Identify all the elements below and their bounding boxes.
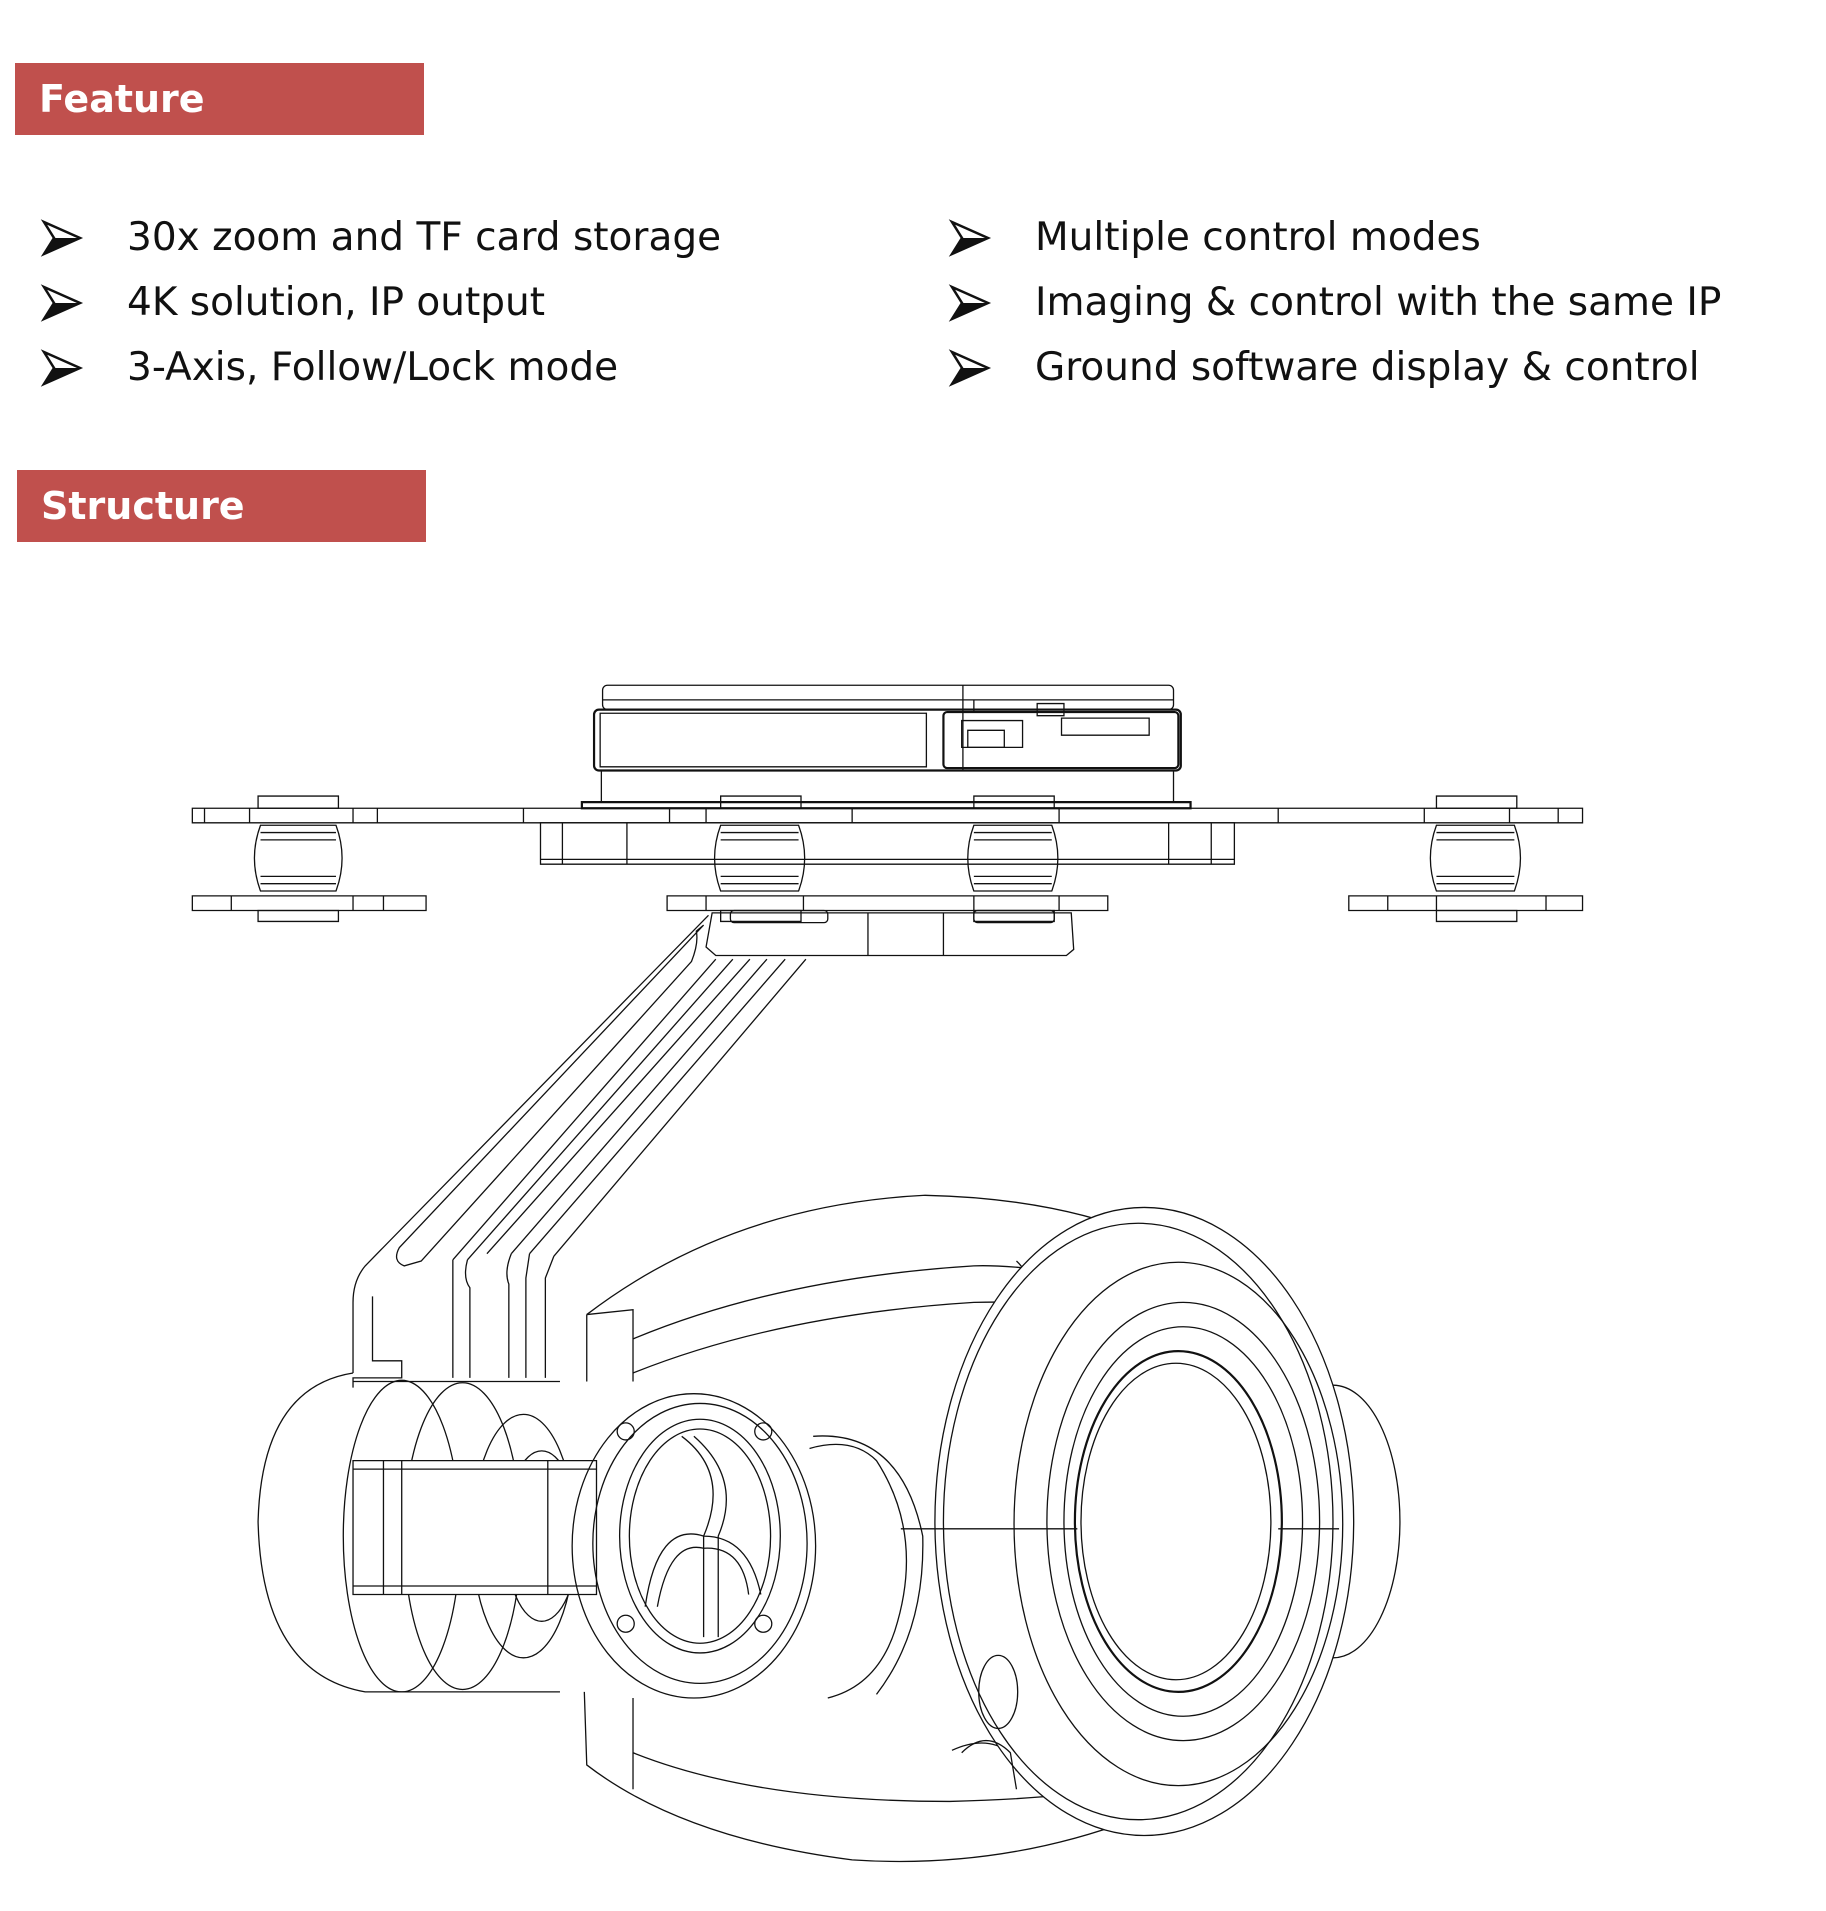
feature-item: Ground software display & control: [948, 335, 1721, 400]
arrowhead-bullet-icon: [40, 218, 84, 257]
arrowhead-bullet-icon: [40, 348, 84, 387]
damping-ball-3: [968, 796, 1058, 921]
control-box: [582, 685, 1191, 808]
feature-text: 30x zoom and TF card storage: [127, 215, 722, 260]
pitch-motor-face: [572, 1394, 923, 1698]
feature-item: Multiple control modes: [948, 205, 1721, 270]
yaw-clamp: [706, 910, 1074, 955]
feature-text: Imaging & control with the same IP: [1035, 280, 1722, 325]
arrowhead-bullet-icon: [948, 348, 992, 387]
feature-text: Ground software display & control: [1035, 345, 1700, 390]
upper-mount-plate: [192, 808, 1582, 823]
feature-text: 3-Axis, Follow/Lock mode: [127, 345, 619, 390]
feature-text: 4K solution, IP output: [127, 280, 546, 325]
feature-list-left: 30x zoom and TF card storage 4K solution…: [40, 205, 721, 400]
structure-section-header: Structure: [17, 470, 426, 542]
arrowhead-bullet-icon: [948, 218, 992, 257]
arrowhead-bullet-icon: [948, 283, 992, 322]
feature-list-right: Multiple control modes Imaging & control…: [948, 205, 1721, 400]
arrowhead-bullet-icon: [40, 283, 84, 322]
feature-item: 3-Axis, Follow/Lock mode: [40, 335, 721, 400]
lower-mount-plates: [192, 896, 1582, 911]
feature-item: Imaging & control with the same IP: [948, 270, 1721, 335]
mount-block: [540, 823, 1234, 864]
lens-housing: [901, 1207, 1400, 1835]
structure-section-title: Structure: [41, 484, 245, 528]
feature-section-header: Feature: [15, 63, 424, 135]
feature-section-title: Feature: [39, 77, 205, 121]
camera-body: [584, 1195, 1211, 1861]
damping-ball-4: [1430, 796, 1520, 921]
damping-ball-1: [254, 796, 342, 921]
feature-item: 4K solution, IP output: [40, 270, 721, 335]
feature-item: 30x zoom and TF card storage: [40, 205, 721, 270]
roll-motor: [258, 1373, 596, 1692]
damping-ball-2: [715, 796, 805, 921]
feature-text: Multiple control modes: [1035, 215, 1481, 260]
gimbal-arm: [353, 915, 806, 1387]
